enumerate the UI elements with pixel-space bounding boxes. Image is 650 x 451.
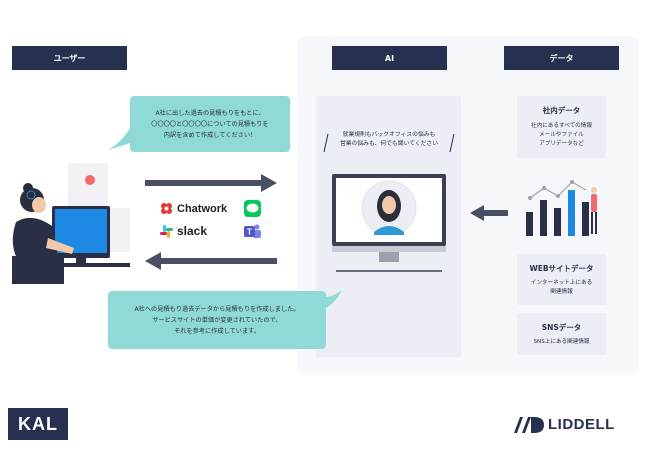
teams-icon: T	[244, 224, 261, 238]
ai-header: AI	[332, 46, 447, 70]
user-header: ユーザー	[12, 46, 127, 70]
arrow-left-to-user	[145, 252, 277, 270]
slack-brand: slack	[160, 224, 207, 238]
data-source-internal: 社内データ 社内にあるすべての情報 メールやファイル アプリデータなど	[517, 96, 606, 158]
data-chart-illustration	[526, 180, 597, 236]
liddell-mark-icon	[514, 416, 544, 433]
tagline-slash-marks	[323, 133, 455, 153]
ai-monitor-illustration	[332, 174, 446, 272]
data-source-web: WEBサイトデータ インターネット上にある 関連情報	[517, 254, 606, 305]
arrow-data-to-ai	[470, 205, 508, 221]
liddell-logo: LIDDELL	[514, 416, 615, 433]
kal-logo: KAL	[8, 408, 68, 440]
user-illustration	[12, 163, 130, 284]
ai-bubble-tail	[318, 290, 342, 308]
data-header: データ	[504, 46, 619, 70]
ai-response-bubble: A社への見積もり過去データから見積もりを作成しました。 サービスサイトの単価が変…	[108, 291, 326, 349]
data-source-sns: SNSデータ SNS上にある関連情報	[517, 313, 606, 355]
chatwork-brand: Chatwork	[160, 202, 227, 215]
user-bubble-tail	[108, 128, 134, 150]
slack-icon	[160, 224, 173, 238]
user-request-bubble: A社に出した過去の見積もりをもとに、 〇〇〇〇と〇〇〇〇についての見積もりを 内…	[130, 96, 290, 152]
chatwork-icon	[161, 203, 172, 214]
svg-text:T: T	[247, 228, 252, 237]
arrow-right-to-ai	[145, 174, 277, 192]
line-icon	[244, 200, 261, 217]
ai-tagline: 就業規則もバックオフィスの悩みも 営業の悩みも、何でも聞いてください	[339, 132, 439, 147]
